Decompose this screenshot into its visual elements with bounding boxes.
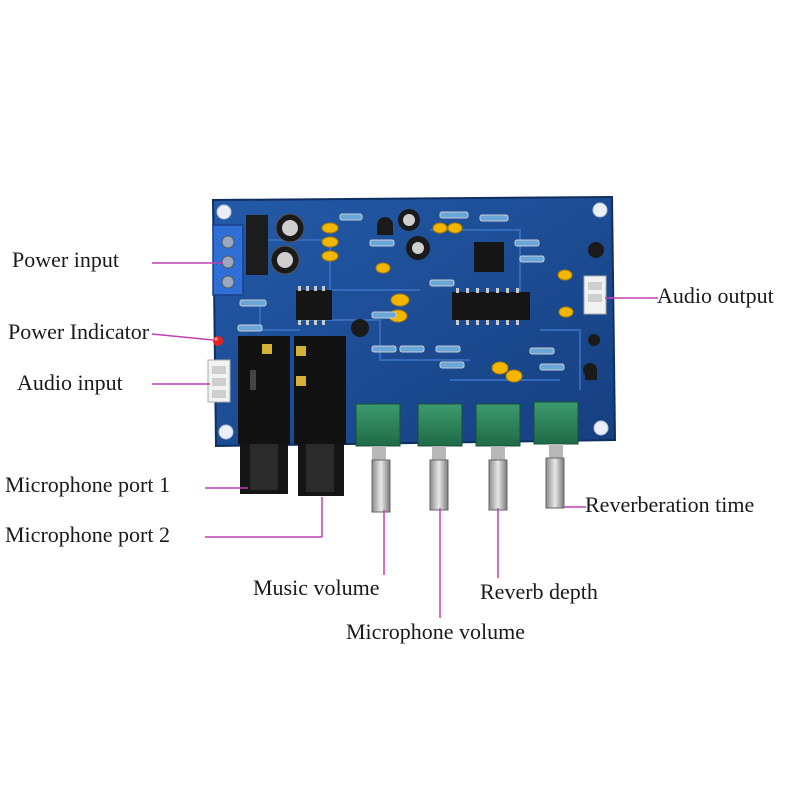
voltage-regulator	[246, 215, 268, 275]
label-reverb-depth: Reverb depth	[480, 579, 598, 604]
label-music-volume: Music volume	[253, 575, 380, 600]
label-microphone-volume: Microphone volume	[346, 619, 526, 644]
label-power-input: Power input	[12, 247, 119, 272]
power-terminal	[212, 224, 244, 296]
resistors	[237, 211, 565, 371]
audio-input-connector	[207, 359, 231, 403]
ceramic-capacitors	[321, 222, 574, 383]
ic-chips	[296, 242, 530, 325]
label-audio-input: Audio input	[17, 370, 123, 395]
label-microphone-port-2: Microphone port 2	[5, 522, 170, 547]
label-reverberation-time: Reverberation time	[585, 492, 755, 517]
label-microphone-port-1: Microphone port 1	[5, 472, 170, 497]
microphone-jack-1	[238, 336, 290, 494]
potentiometer-reverb-depth	[475, 403, 521, 511]
transistors	[377, 217, 597, 380]
label-audio-output: Audio output	[657, 283, 774, 308]
label-power-indicator: Power Indicator	[8, 319, 150, 344]
potentiometer-music-volume	[355, 403, 401, 513]
audio-output-connector	[583, 275, 607, 315]
power-led	[213, 336, 223, 346]
electrolytic-capacitors	[270, 209, 604, 377]
leader-lines	[151, 262, 658, 618]
potentiometer-reverberation-time	[533, 401, 579, 509]
potentiometer-microphone-volume	[417, 403, 463, 511]
microphone-jack-2	[294, 336, 346, 496]
